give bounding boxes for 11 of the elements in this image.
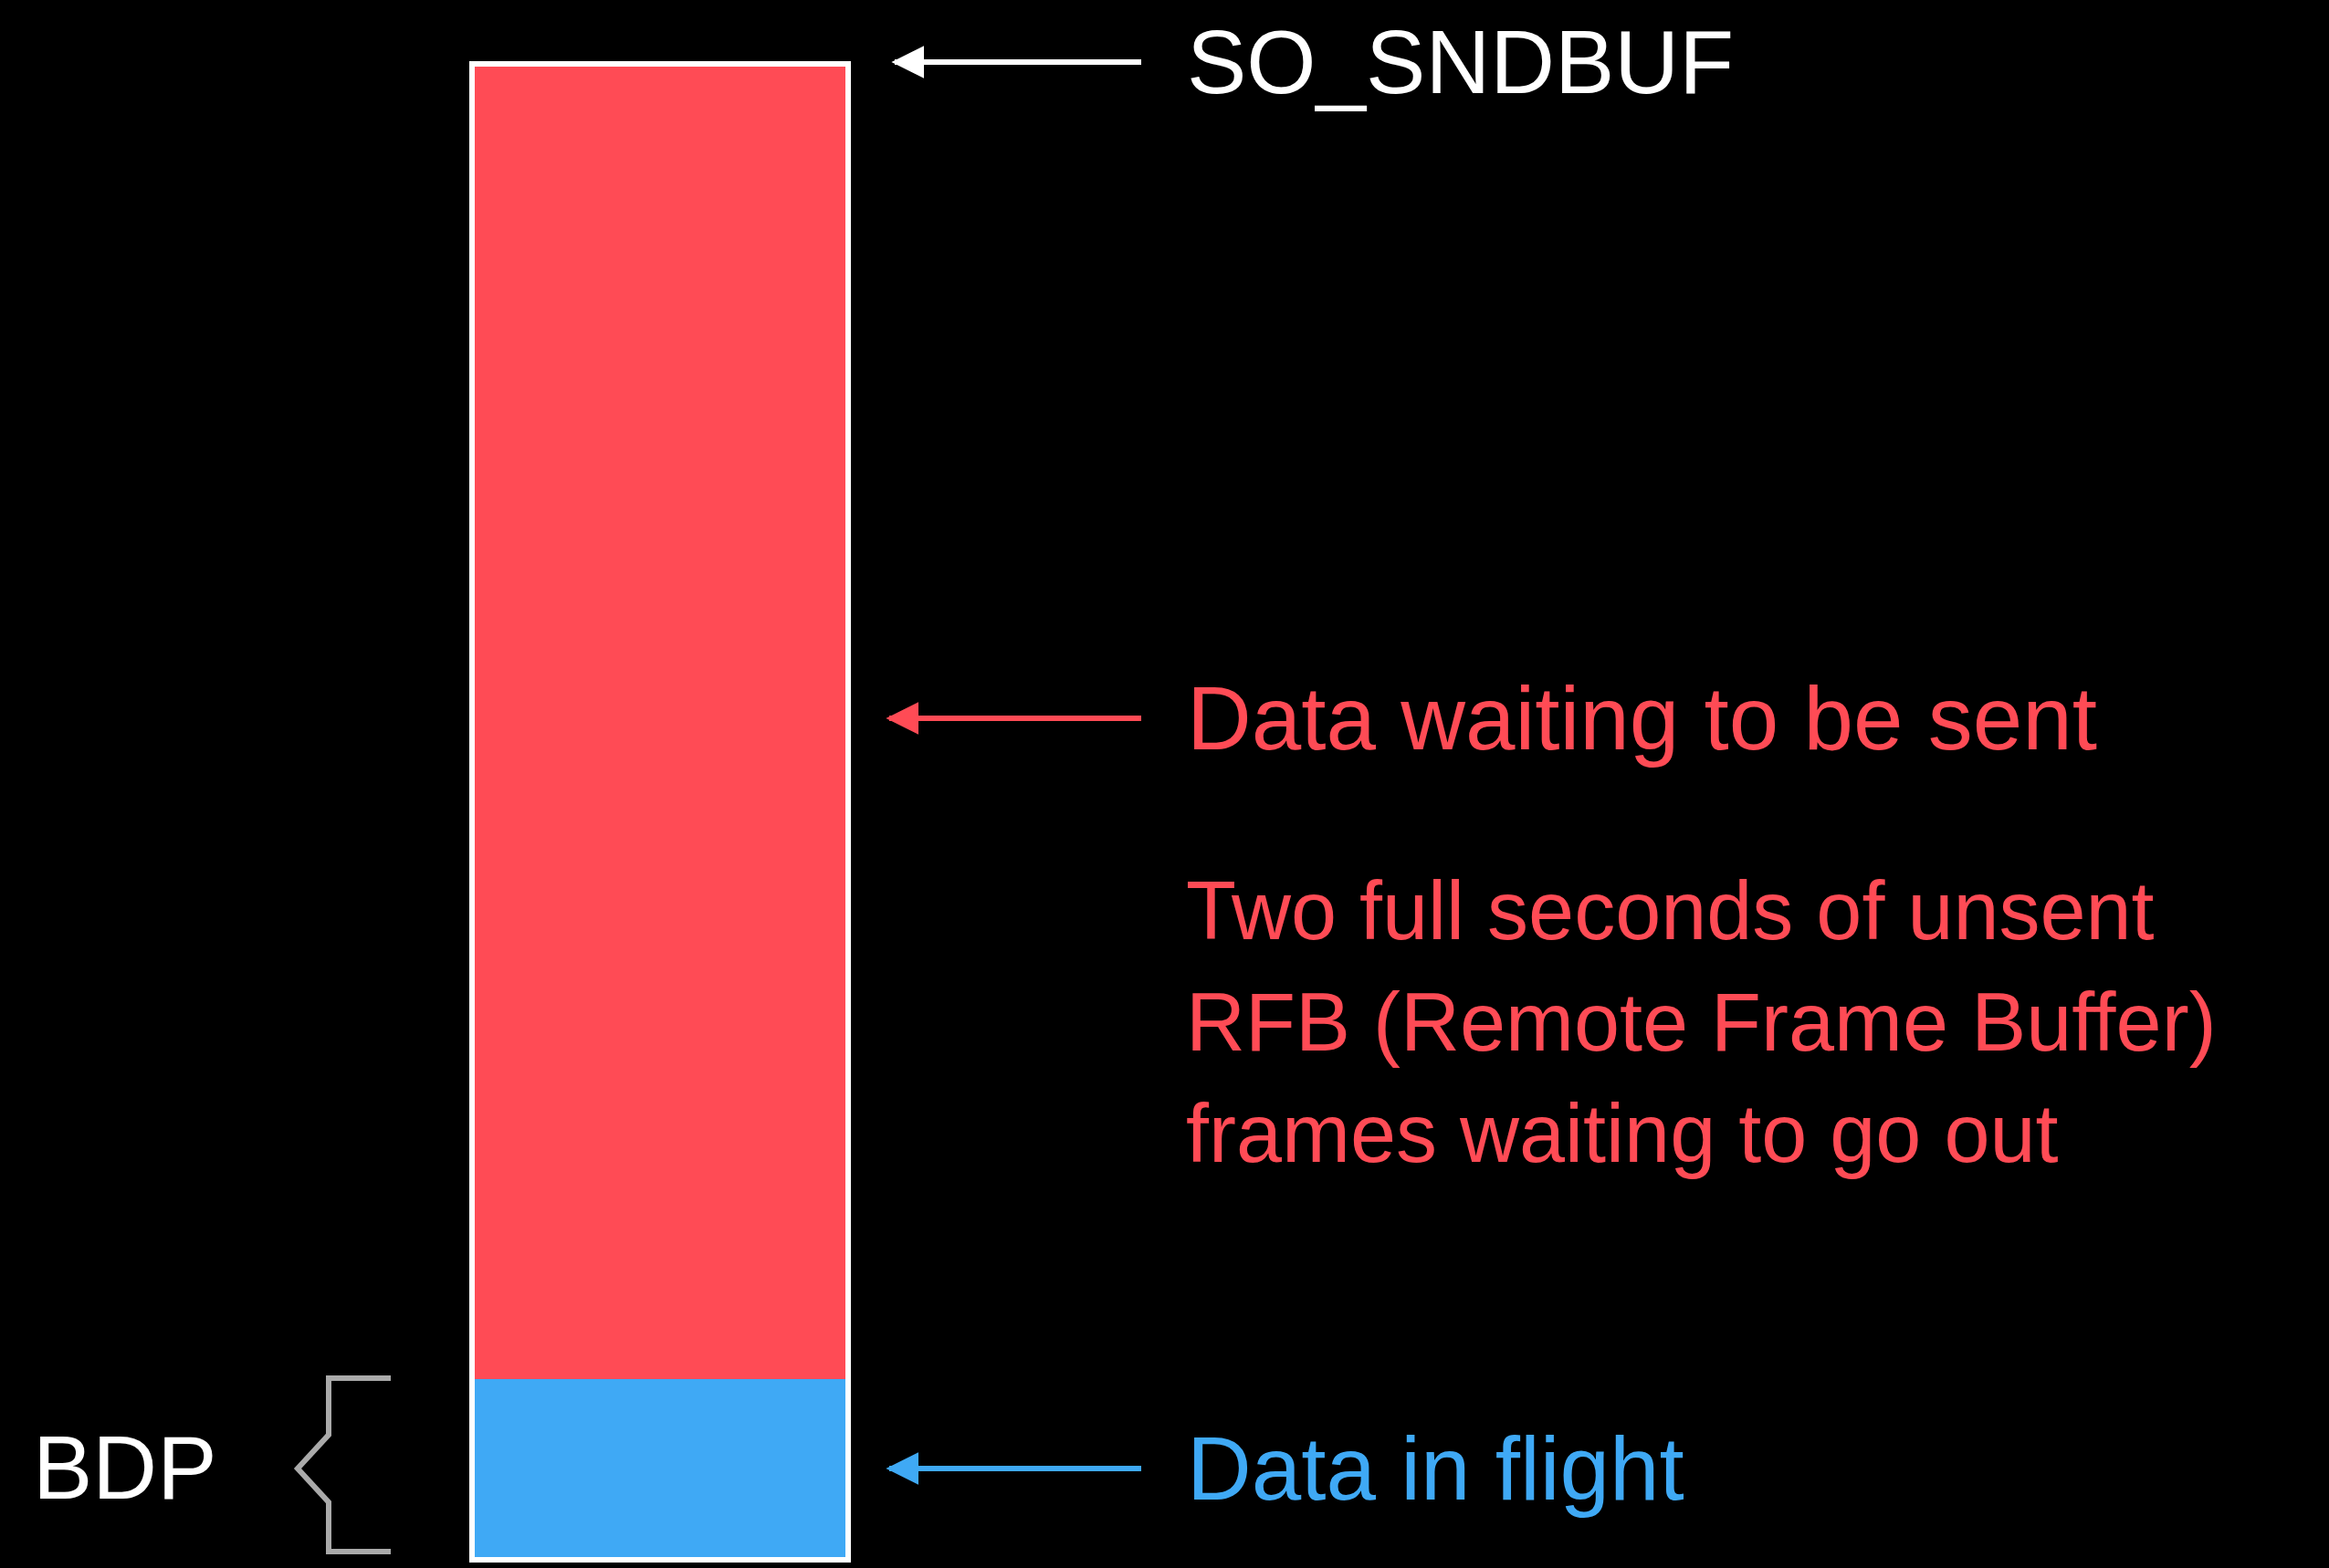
buffer-segment bbox=[475, 67, 845, 1379]
arrow bbox=[891, 46, 1141, 78]
buffer-segment bbox=[475, 1379, 845, 1557]
note-text: Two full seconds of unsent RFB (Remote Frame Buffer) frames waiting to go out bbox=[1186, 864, 2218, 1181]
callout-text: Data waiting to be sent bbox=[1141, 667, 2097, 769]
buffer-box bbox=[469, 61, 851, 1563]
callout-text: Data in flight bbox=[1141, 1417, 1684, 1520]
arrow bbox=[886, 702, 1141, 735]
brace-label: BDP bbox=[33, 1416, 217, 1520]
arrow bbox=[886, 1452, 1141, 1485]
callout-text: SO_SNDBUF bbox=[1141, 11, 1734, 113]
